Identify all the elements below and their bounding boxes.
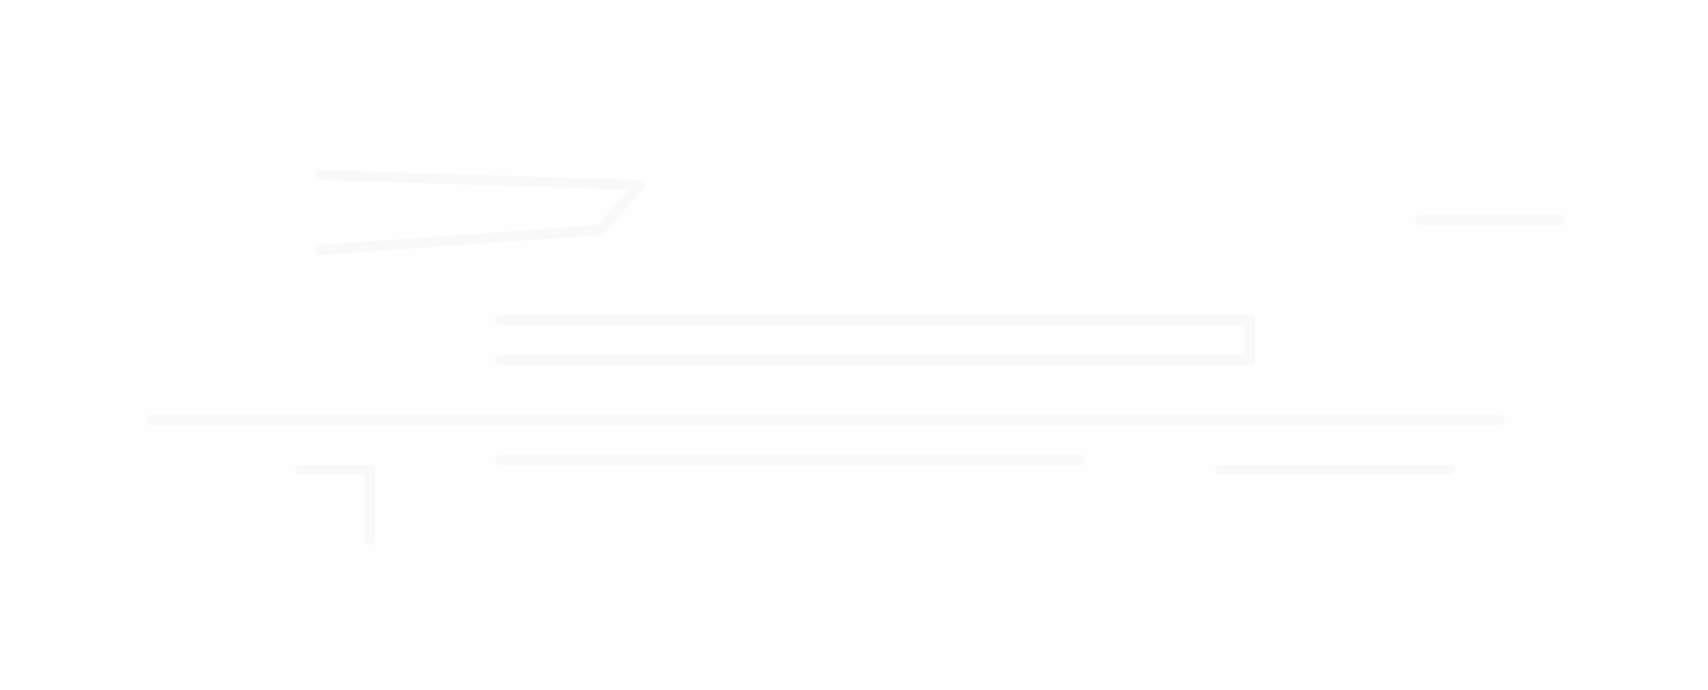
ghost-stroke-4 (295, 465, 375, 545)
ghost-stroke-1 (315, 170, 645, 255)
ghost-stroke-2 (495, 315, 1255, 365)
